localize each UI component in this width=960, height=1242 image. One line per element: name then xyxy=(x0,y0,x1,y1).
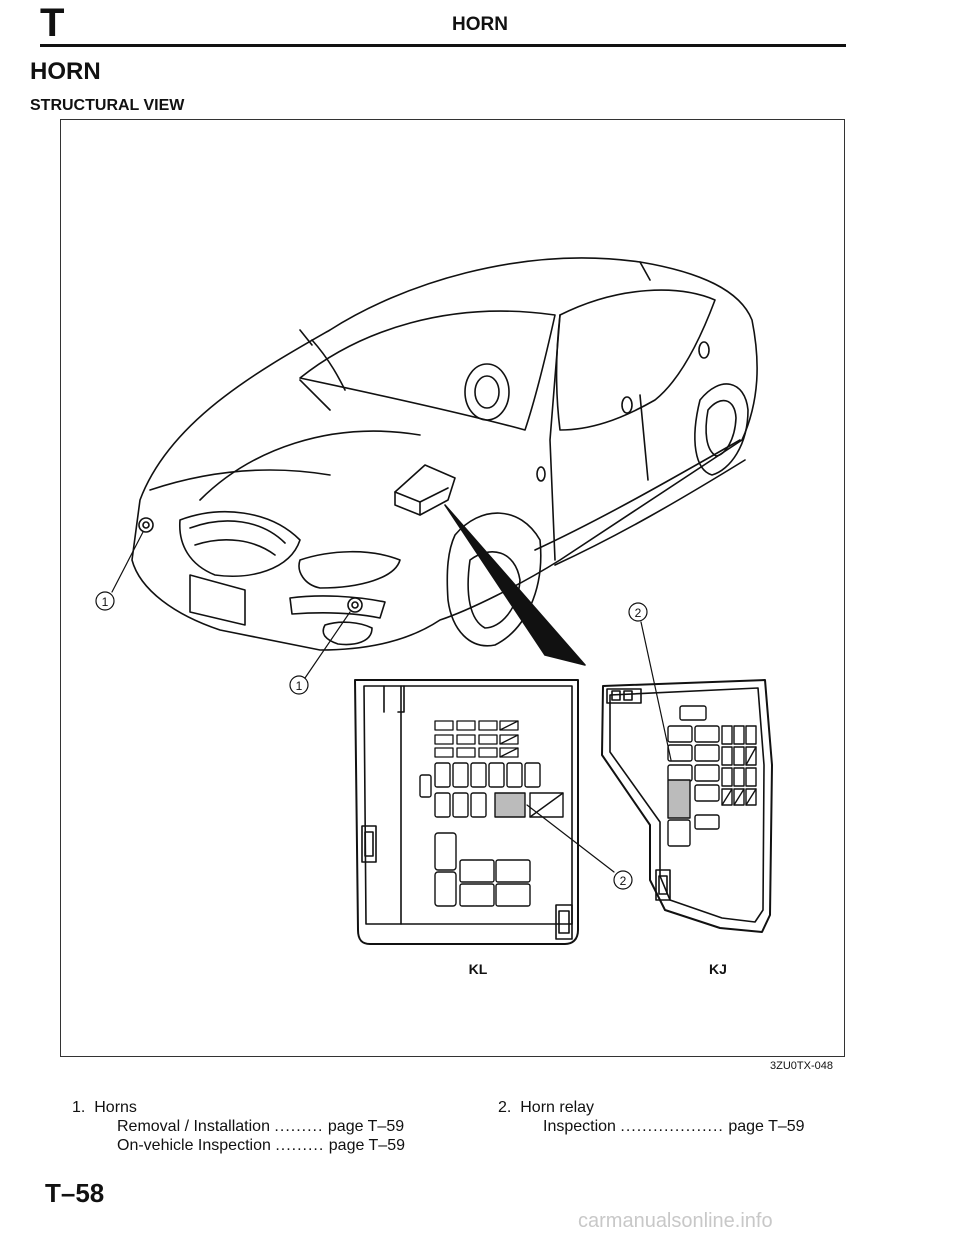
label-kl: KL xyxy=(469,961,488,977)
legend-number: 2. xyxy=(498,1099,512,1116)
label-kj: KJ xyxy=(709,961,727,977)
legend-row: Removal / Installation ......... page T–… xyxy=(117,1118,405,1135)
legend-row: Inspection ................... page T–59 xyxy=(543,1118,805,1135)
svg-text:2: 2 xyxy=(635,606,642,620)
page-number: T–58 xyxy=(45,1178,105,1208)
callout-leaders xyxy=(111,531,672,873)
watermark: carmanualsonline.info xyxy=(578,1210,773,1232)
section-letter: T xyxy=(40,1,65,45)
callout-relay-2b: 2 xyxy=(613,870,633,890)
fuse-box-kl xyxy=(354,679,579,945)
svg-text:1: 1 xyxy=(296,679,303,693)
callout-relay-2a: 2 xyxy=(628,602,648,622)
legend-number: 1. xyxy=(72,1099,86,1116)
figure-frame xyxy=(60,119,845,1057)
header-rule xyxy=(40,44,846,47)
running-head: HORN xyxy=(452,14,508,35)
page-title: HORN xyxy=(30,58,101,85)
car-drawing xyxy=(131,257,758,666)
callout-horn-1b: 1 xyxy=(289,675,309,695)
figure-code: 3ZU0TX-048 xyxy=(770,1060,833,1072)
legend-row: On-vehicle Inspection ......... page T–5… xyxy=(117,1137,405,1154)
fuse-box-kj xyxy=(601,679,773,933)
section-title: STRUCTURAL VIEW xyxy=(30,97,185,114)
structural-view-illustration: 1 1 2 2 xyxy=(95,257,773,977)
svg-text:1: 1 xyxy=(102,595,109,609)
kl-small-fuses xyxy=(434,720,519,758)
legend-title: Horns xyxy=(94,1099,137,1116)
callout-horn-1a: 1 xyxy=(95,591,115,611)
legend-title: Horn relay xyxy=(520,1099,595,1116)
kl-relays xyxy=(419,762,564,907)
page-ref-link[interactable]: page T–59 xyxy=(327,1118,405,1135)
page-ref-link[interactable]: page T–59 xyxy=(728,1118,805,1135)
svg-text:2: 2 xyxy=(620,874,627,888)
kj-relays xyxy=(667,705,757,847)
page-ref-link[interactable]: page T–59 xyxy=(328,1137,405,1154)
